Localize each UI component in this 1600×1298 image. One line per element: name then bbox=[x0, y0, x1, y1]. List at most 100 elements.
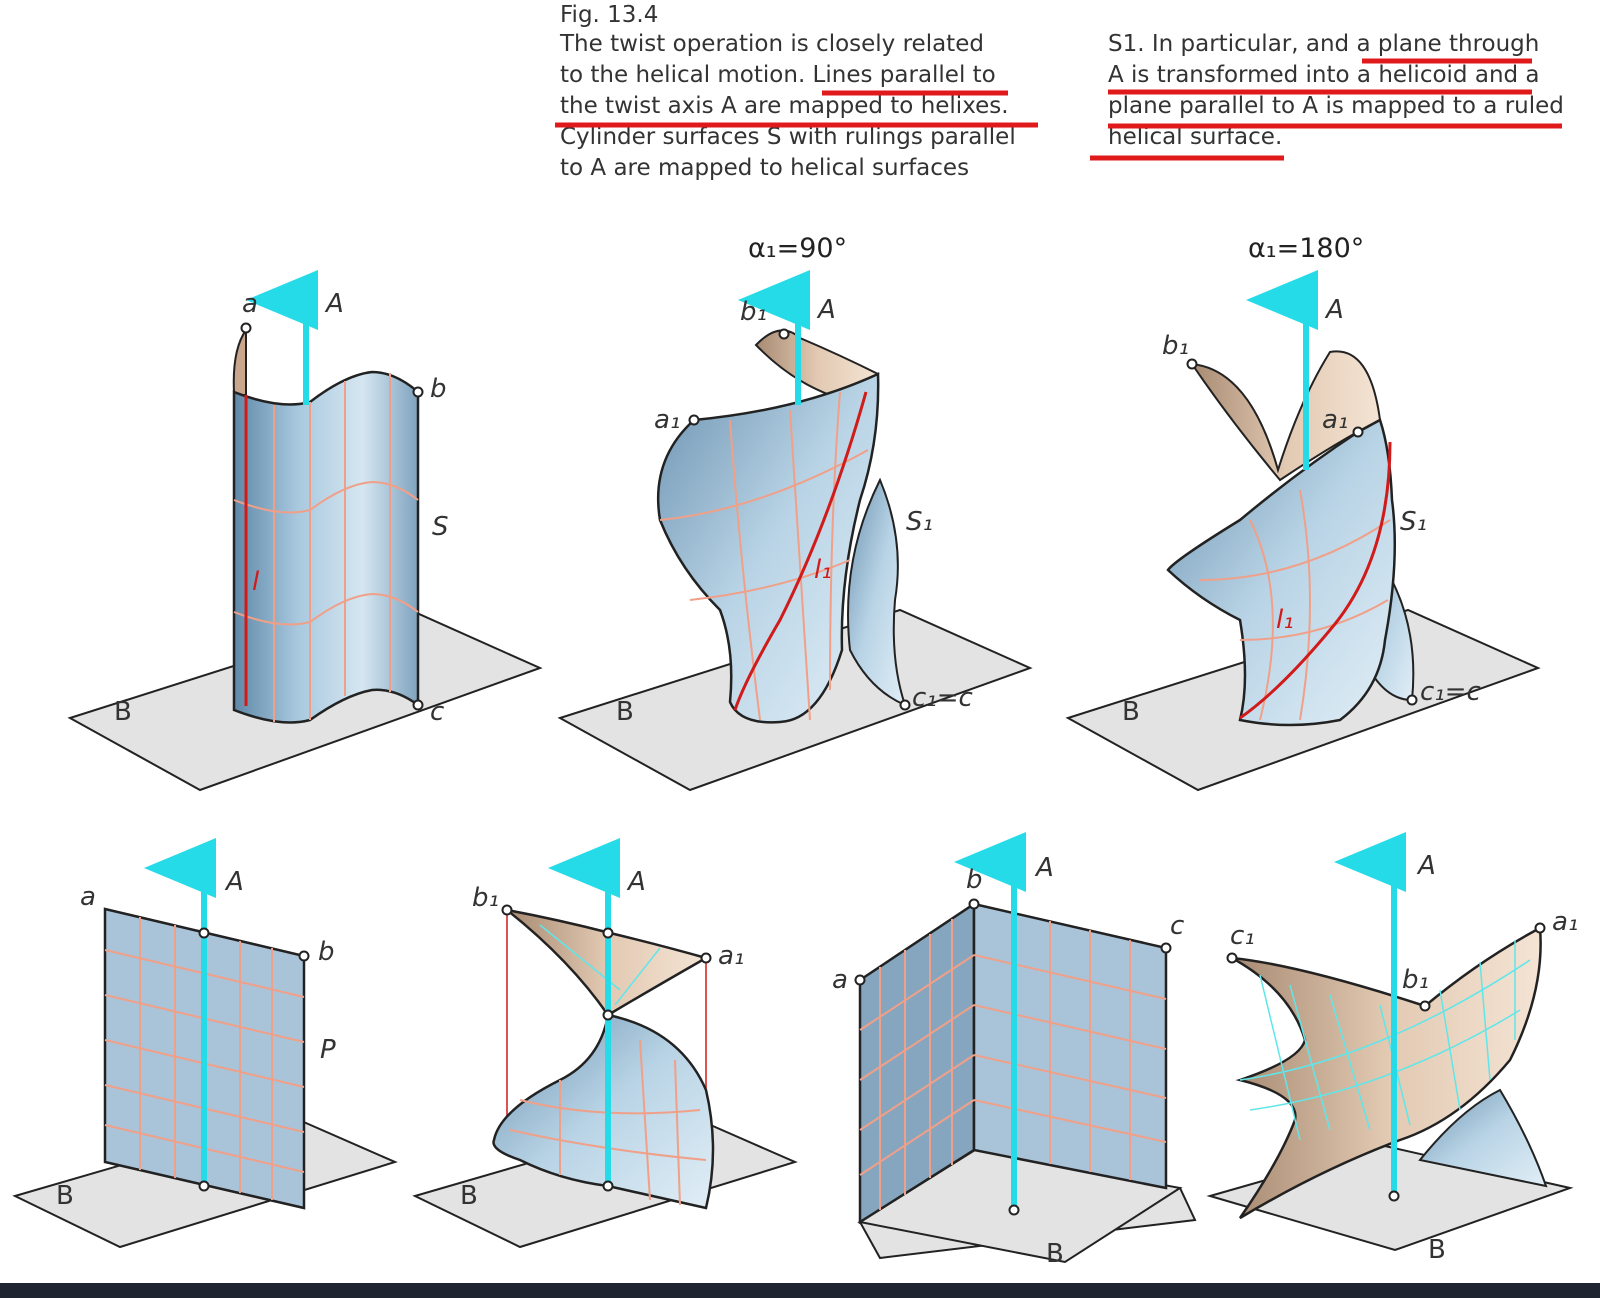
point-b1 bbox=[778, 328, 790, 340]
caption-right-line: A is transformed into a helicoid and a bbox=[1108, 62, 1540, 88]
label-a: a bbox=[80, 882, 96, 912]
label-b: b bbox=[318, 937, 335, 967]
surface-s-back bbox=[232, 326, 247, 396]
axis-point bbox=[602, 1009, 614, 1021]
label-a: a bbox=[832, 965, 848, 995]
label-b: b bbox=[966, 865, 983, 895]
label-axis: A bbox=[1034, 853, 1054, 883]
base-label: B bbox=[460, 1181, 478, 1211]
caption-left-line: to A are mapped to helical surfaces bbox=[560, 155, 970, 181]
point-a1 bbox=[688, 414, 700, 426]
surface-s1 bbox=[1166, 418, 1397, 727]
ruled-surface-lines bbox=[1239, 940, 1531, 1141]
label-axis: A bbox=[324, 289, 344, 319]
surface-s1-back bbox=[1189, 350, 1382, 482]
label-a1: a₁ bbox=[718, 941, 744, 971]
label-c1: c₁ bbox=[1230, 921, 1255, 951]
label-s1: S₁ bbox=[906, 507, 933, 537]
window-bottom-bar bbox=[0, 1283, 1600, 1298]
caption-right-line: S1. In particular, and a plane through bbox=[1108, 31, 1540, 57]
label-c1c: c₁=c bbox=[1420, 677, 1481, 707]
label-a1: a₁ bbox=[1322, 405, 1348, 435]
label-c: c bbox=[1170, 911, 1184, 941]
axis-point bbox=[602, 1180, 614, 1192]
base-label: B bbox=[56, 1181, 74, 1211]
label-b: b bbox=[430, 374, 447, 404]
label-axis: A bbox=[1324, 295, 1344, 325]
label-axis: A bbox=[626, 867, 646, 897]
angle-label-90: α₁=90° bbox=[748, 233, 847, 264]
label-b1: b₁ bbox=[1402, 965, 1429, 995]
axis-point bbox=[1388, 1190, 1400, 1202]
base-label: B bbox=[1122, 697, 1140, 727]
base-label: B bbox=[616, 697, 634, 727]
point-c1 bbox=[1226, 952, 1238, 964]
planes-grid bbox=[859, 919, 1167, 1210]
angle-label-180: α₁=180° bbox=[1248, 233, 1364, 264]
label-p: P bbox=[320, 1035, 336, 1065]
surface-s1 bbox=[656, 372, 880, 724]
base-label: B bbox=[114, 697, 132, 727]
underline-annotations bbox=[555, 58, 1562, 161]
panel-helicoid: B b₁ A a₁ bbox=[412, 838, 798, 1249]
caption-left-line: the twist axis A are mapped to helixes. bbox=[560, 93, 1009, 119]
surface-s1-grid bbox=[659, 391, 869, 721]
caption-right-line: plane parallel to A is mapped to a ruled bbox=[1108, 93, 1564, 119]
helix-l1 bbox=[733, 391, 868, 711]
label-c1c: c₁=c bbox=[912, 683, 973, 713]
panel-ruled-helical: B c₁ A b₁ a₁ bbox=[1206, 832, 1578, 1265]
axis-point bbox=[198, 1180, 210, 1192]
point-b bbox=[968, 898, 980, 910]
point-a bbox=[240, 322, 252, 334]
point-c1 bbox=[899, 699, 911, 711]
label-a: a bbox=[242, 289, 258, 319]
point-b bbox=[298, 950, 310, 962]
label-a1: a₁ bbox=[654, 405, 680, 435]
caption-left-line: to the helical motion. Lines parallel to bbox=[560, 62, 996, 88]
caption-left-line: Cylinder surfaces S with rulings paralle… bbox=[560, 124, 1016, 150]
axis-point bbox=[602, 927, 614, 939]
helix-l1 bbox=[1239, 441, 1392, 720]
label-l1: l₁ bbox=[1276, 605, 1294, 635]
surface-s-grid bbox=[233, 373, 419, 722]
base-label: B bbox=[1046, 1239, 1064, 1269]
point-b bbox=[412, 386, 424, 398]
label-b1: b₁ bbox=[472, 883, 499, 913]
label-axis: A bbox=[816, 295, 836, 325]
point-c bbox=[1160, 942, 1172, 954]
panel-cylinder-s: B a A b S l c bbox=[67, 270, 543, 792]
point-a1 bbox=[700, 952, 712, 964]
point-a1 bbox=[1352, 426, 1364, 438]
label-axis: A bbox=[224, 867, 244, 897]
axis-point bbox=[198, 927, 210, 939]
figure-number: Fig. 13.4 bbox=[560, 2, 659, 28]
label-b1: b₁ bbox=[1162, 331, 1189, 361]
caption-left-line: The twist operation is closely related bbox=[560, 31, 984, 57]
label-l1: l₁ bbox=[814, 555, 832, 585]
axis-point bbox=[1008, 1204, 1020, 1216]
point-b1 bbox=[1419, 1000, 1431, 1012]
label-s1: S₁ bbox=[1400, 507, 1427, 537]
panel-twist-90: B b₁ A a₁ S₁ l₁ c₁=c bbox=[557, 270, 1033, 792]
panel-twist-180: B b₁ A a₁ S₁ l₁ c₁=c bbox=[1065, 270, 1541, 792]
base-label: B bbox=[1428, 1235, 1446, 1265]
point-c1 bbox=[1406, 694, 1418, 706]
ruled-surface-back bbox=[1418, 1088, 1548, 1188]
surface-s1-grid bbox=[1199, 489, 1391, 721]
point-c bbox=[412, 699, 424, 711]
plane-right bbox=[972, 902, 1168, 1190]
panel-plane-p: B a A b P bbox=[12, 838, 398, 1249]
label-axis: A bbox=[1416, 851, 1436, 881]
point-a1 bbox=[1534, 922, 1546, 934]
helicoid-grid bbox=[509, 1039, 707, 1206]
label-a1: a₁ bbox=[1552, 907, 1578, 937]
label-c: c bbox=[430, 697, 444, 727]
point-b1 bbox=[1186, 358, 1198, 370]
panel-two-planes: B a b A c bbox=[832, 832, 1197, 1269]
label-l: l bbox=[252, 567, 260, 597]
label-b1: b₁ bbox=[740, 297, 767, 327]
point-a bbox=[854, 974, 866, 986]
point-b1 bbox=[501, 904, 513, 916]
label-s: S bbox=[432, 512, 449, 542]
